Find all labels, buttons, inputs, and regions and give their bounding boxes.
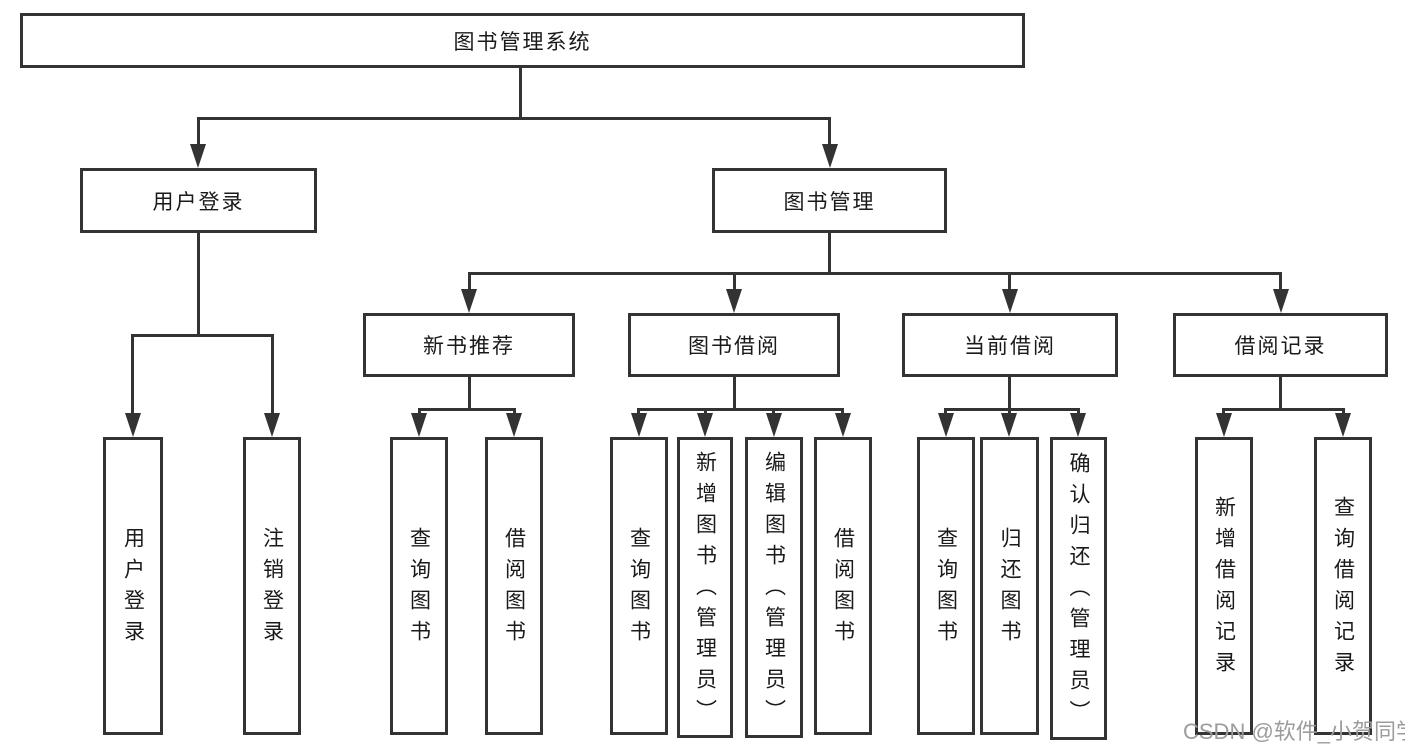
edge-bookborrow-hbar <box>637 408 844 411</box>
edge-currentborrow-drop <box>1008 377 1011 410</box>
leaf-borrow-book-2: 借阅图书 <box>814 437 872 735</box>
edge-bookborrow-stub-3 <box>772 408 775 417</box>
edge-newbook-drop <box>468 377 471 410</box>
leaf-add-borrow-record: 新增借阅记录 <box>1195 437 1253 735</box>
edge-currentborrow-stub-2 <box>1008 408 1011 417</box>
edge-borrowrecords-hbar <box>1222 408 1345 411</box>
edge-bookmgmt-stub-3 <box>1008 272 1011 292</box>
arrowhead-icon <box>938 413 954 437</box>
arrowhead-icon <box>264 413 280 437</box>
edge-root-hbar <box>197 117 831 120</box>
arrowhead-icon <box>697 413 713 437</box>
arrowhead-icon <box>1070 413 1086 437</box>
node-book-borrow: 图书借阅 <box>628 313 840 377</box>
arrowhead-icon <box>835 413 851 437</box>
edge-newbook-stub-2 <box>513 408 516 417</box>
arrowhead-icon <box>726 289 742 313</box>
edge-bookmgmt-stub-1 <box>468 272 471 292</box>
edge-bookborrow-drop <box>733 377 736 410</box>
leaf-add-book-admin: 新增图书（管理员） <box>677 437 733 738</box>
edge-bookborrow-stub-2 <box>704 408 707 417</box>
node-new-book-recommend: 新书推荐 <box>363 313 575 377</box>
edge-userlogin-stub-2 <box>271 334 274 416</box>
arrowhead-icon <box>1273 289 1289 313</box>
arrowhead-icon <box>125 413 141 437</box>
arrowhead-icon <box>631 413 647 437</box>
node-book-management: 图书管理 <box>712 168 947 233</box>
edge-newbook-stub-1 <box>418 408 421 417</box>
leaf-query-book-2: 查询图书 <box>610 437 668 735</box>
leaf-query-borrow-record: 查询借阅记录 <box>1314 437 1372 735</box>
edge-newbook-hbar <box>418 408 516 411</box>
edge-userlogin-hbar <box>131 334 274 337</box>
arrowhead-icon <box>766 413 782 437</box>
arrowhead-icon <box>1335 413 1351 437</box>
edge-userlogin-drop <box>197 233 200 337</box>
arrowhead-icon <box>1002 289 1018 313</box>
arrowhead-icon <box>411 413 427 437</box>
edge-root-stub-right <box>828 117 831 148</box>
edge-bookborrow-stub-4 <box>841 408 844 417</box>
edge-currentborrow-hbar <box>944 408 1080 411</box>
edge-root-stub-left <box>197 117 200 148</box>
node-current-borrow: 当前借阅 <box>902 313 1118 377</box>
edge-bookmgmt-hbar <box>468 272 1282 275</box>
arrowhead-icon <box>1216 413 1232 437</box>
edge-borrowrecords-stub-2 <box>1342 408 1345 417</box>
arrowhead-icon <box>1001 413 1017 437</box>
edge-bookmgmt-stub-4 <box>1279 272 1282 292</box>
edge-borrowrecords-drop <box>1279 377 1282 410</box>
leaf-logout: 注销登录 <box>243 437 301 735</box>
edge-currentborrow-stub-3 <box>1077 408 1080 417</box>
edge-borrowrecords-stub-1 <box>1222 408 1225 417</box>
node-user-login: 用户登录 <box>80 168 317 233</box>
node-root: 图书管理系统 <box>20 13 1025 68</box>
leaf-edit-book-admin: 编辑图书（管理员） <box>745 437 803 738</box>
csdn-watermark: CSDN @软件_小贺同学 <box>1183 719 1405 744</box>
edge-userlogin-stub-1 <box>131 334 134 416</box>
edge-currentborrow-stub-1 <box>944 408 947 417</box>
arrowhead-icon <box>461 289 477 313</box>
edge-root-drop <box>519 68 522 119</box>
edge-bookborrow-stub-1 <box>637 408 640 417</box>
leaf-borrow-book-1: 借阅图书 <box>485 437 543 735</box>
leaf-query-book-3: 查询图书 <box>917 437 975 735</box>
arrowhead-icon <box>190 144 206 168</box>
edge-bookmgmt-drop <box>828 233 831 275</box>
leaf-return-book: 归还图书 <box>980 437 1039 735</box>
arrowhead-icon <box>822 144 838 168</box>
leaf-confirm-return-admin: 确认归还（管理员） <box>1050 437 1107 740</box>
edge-bookmgmt-stub-2 <box>733 272 736 292</box>
leaf-query-book-1: 查询图书 <box>390 437 448 735</box>
arrowhead-icon <box>506 413 522 437</box>
node-borrow-records: 借阅记录 <box>1173 313 1388 377</box>
leaf-user-login: 用户登录 <box>103 437 163 735</box>
